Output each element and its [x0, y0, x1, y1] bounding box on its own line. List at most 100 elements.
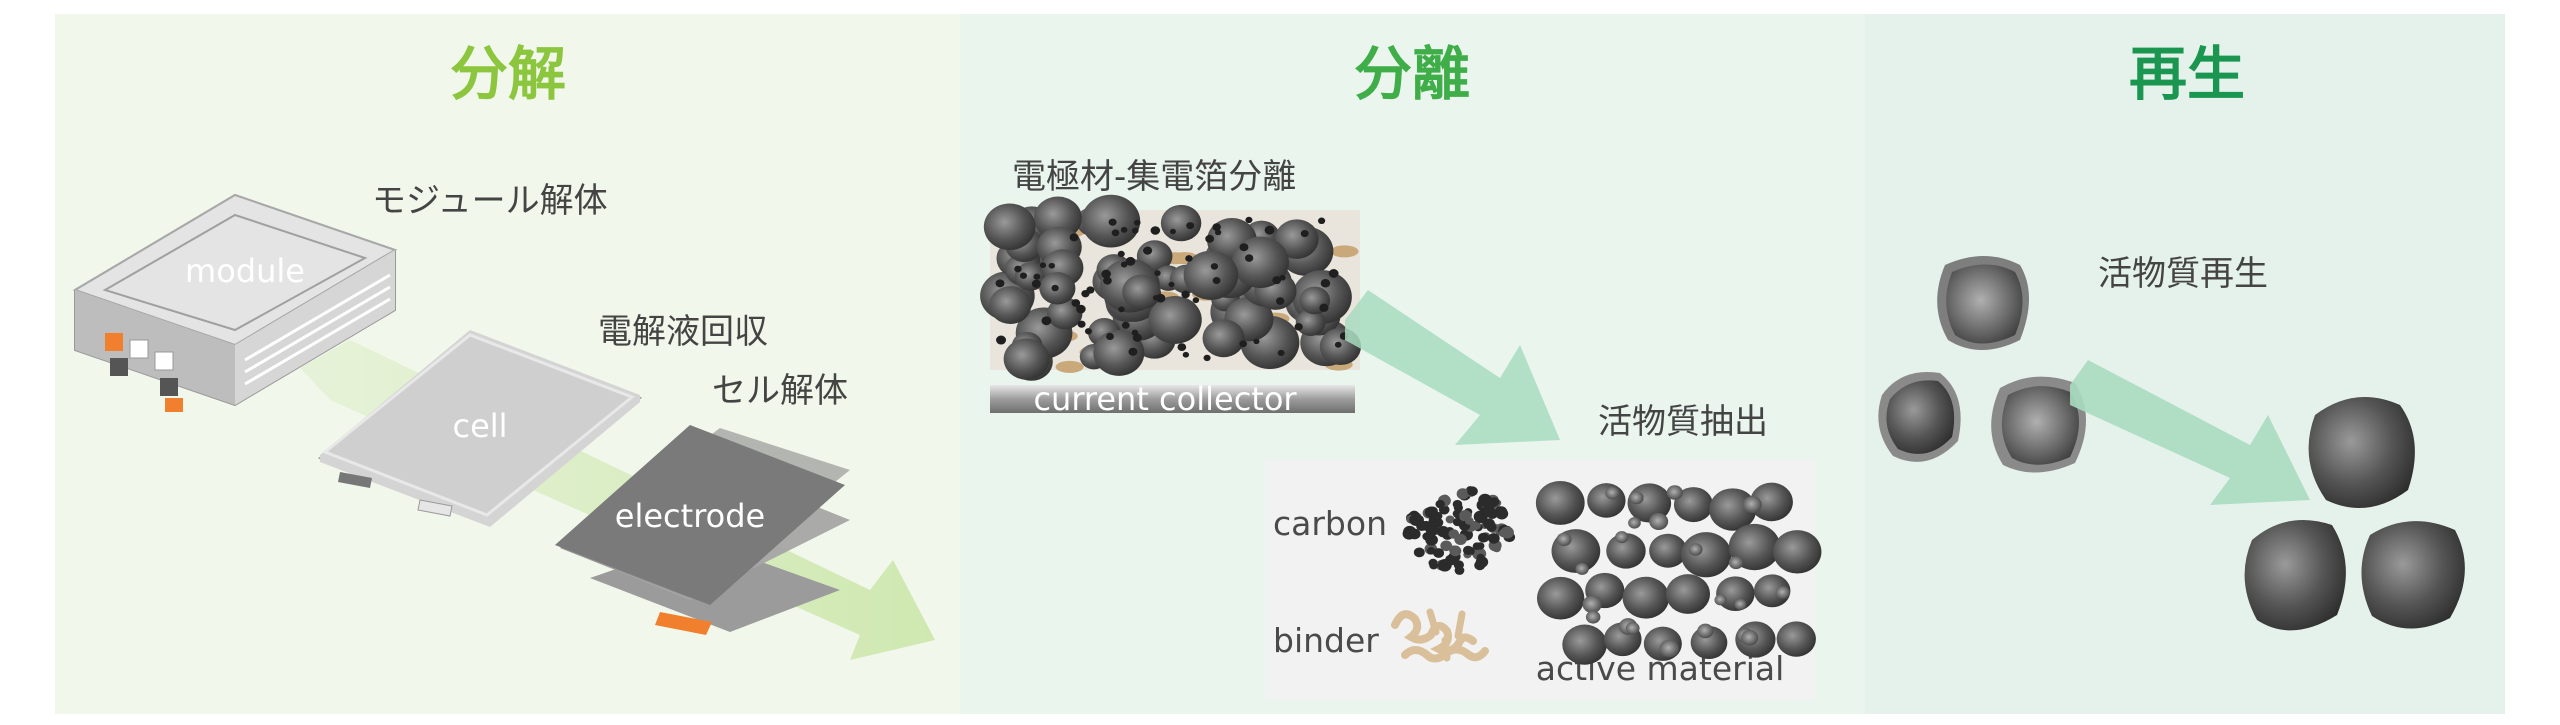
carbon-dot — [1449, 545, 1462, 557]
separation-flow-arrow — [1345, 290, 1560, 445]
active-particle — [1681, 532, 1732, 578]
panel-title-disassembly: 分解 — [450, 40, 566, 108]
carbon-dot — [1181, 290, 1190, 299]
active-particle — [1033, 196, 1082, 240]
carbon-dot — [1108, 218, 1117, 226]
carbon-dot — [1334, 341, 1342, 348]
carbon-dot — [1168, 281, 1175, 288]
carbon-dot — [1429, 561, 1439, 570]
carbon-dot — [1134, 219, 1141, 226]
carbon-dot — [1481, 505, 1496, 518]
active-particle-small — [1728, 556, 1744, 570]
carbon-dot — [1424, 506, 1438, 519]
active-particle — [1562, 624, 1607, 665]
active-particle — [1665, 574, 1711, 614]
carbon-dot — [1452, 517, 1462, 527]
carbon-dot — [1111, 229, 1120, 237]
carbon-dot — [1039, 262, 1047, 269]
carbon-dot — [1500, 526, 1514, 539]
current-collector-label: current collector — [1033, 380, 1297, 418]
active-particle-small — [1575, 562, 1589, 575]
panel-title-regeneration: 再生 — [2129, 40, 2245, 108]
active-particle-small — [1666, 485, 1683, 500]
carbon-dot — [1272, 276, 1282, 285]
carbon-dot — [1177, 343, 1187, 352]
carbon-dot — [996, 335, 1007, 345]
carbon-dot — [1086, 286, 1095, 294]
degraded-particles — [1878, 256, 2086, 473]
carbon-dot — [1478, 495, 1492, 508]
carbon-dot — [1106, 332, 1114, 340]
carbon-dot — [1475, 556, 1489, 568]
carbon-dot — [1448, 529, 1460, 539]
carbon-dot — [1069, 233, 1079, 242]
carbon-dot — [1300, 229, 1309, 238]
carbon-dot — [1077, 320, 1086, 328]
active-particle — [1753, 574, 1791, 608]
carbon-dot — [1425, 534, 1438, 546]
binder-label: binder — [1273, 621, 1379, 660]
carbon-dot — [1433, 548, 1445, 558]
carbon-dot — [1019, 272, 1028, 279]
carbon-dot — [1121, 321, 1130, 329]
active-particle — [1673, 487, 1713, 523]
carbon-dot — [1489, 497, 1500, 507]
active-particle — [1536, 576, 1585, 620]
carbon-dot — [1169, 228, 1176, 235]
carbon-dot — [1128, 347, 1138, 356]
active-particle-small — [1629, 491, 1644, 505]
carbon-dot — [1467, 486, 1478, 497]
regeneration-step-label: 活物質再生 — [2098, 254, 2268, 294]
carbon-dot — [1212, 223, 1221, 231]
active-particle — [1535, 480, 1585, 525]
active-particle-small — [1649, 512, 1669, 531]
electrode-cross-section: current collector — [980, 194, 1362, 418]
carbon-dot — [1426, 547, 1436, 555]
carbon-dot — [1456, 488, 1469, 500]
carbon-dot — [1239, 340, 1248, 348]
carbon-dot — [995, 279, 1005, 288]
carbon-dot — [1403, 525, 1417, 538]
active-particle — [1202, 319, 1245, 358]
carbon-dot — [1320, 278, 1331, 288]
regenerated-particles — [2244, 397, 2465, 631]
carbon-dot — [1132, 333, 1142, 342]
current-collector — [990, 385, 1355, 413]
carbon-dot — [1245, 216, 1253, 224]
carbon-dot — [1014, 265, 1022, 273]
active-particle — [989, 286, 1032, 324]
carbon-dot — [1041, 316, 1052, 326]
carbon-dot — [1317, 217, 1326, 225]
active-particle-small — [1688, 543, 1703, 556]
carbon-dot — [1118, 306, 1125, 313]
active-particle-small — [1659, 639, 1680, 658]
carbon-dot — [1435, 499, 1445, 509]
carbon-dot — [1472, 542, 1482, 551]
carbon-dot — [1462, 545, 1474, 556]
carbon-dot — [1031, 279, 1041, 288]
panel-title-separation: 分離 — [1354, 40, 1470, 108]
carbon-dot — [1464, 516, 1474, 525]
carbon-dot — [1319, 303, 1329, 312]
active-particle-small — [1582, 595, 1602, 614]
carbon-dot — [1440, 540, 1453, 552]
carbon-dot — [1409, 513, 1423, 526]
carbon-dot — [1445, 515, 1455, 524]
carbon-dot — [1488, 533, 1500, 544]
carbon-dot — [1239, 243, 1249, 252]
carbon-dot — [1277, 349, 1285, 357]
carbon-dot — [1051, 284, 1059, 292]
carbon-dot — [1131, 227, 1139, 234]
carbon-dot — [1048, 262, 1056, 269]
carbon-dot — [1276, 297, 1285, 305]
active-particle — [983, 203, 1036, 251]
electrode-illustration: electrode — [555, 425, 850, 635]
carbon-dot — [1212, 277, 1221, 285]
cell-illustration: cell — [318, 330, 642, 527]
carbon-label: carbon — [1273, 504, 1387, 543]
active-particle — [1160, 204, 1202, 242]
module-illustration: module — [72, 193, 398, 412]
active-material-particles — [1535, 480, 1822, 665]
carbon-dot — [1033, 273, 1041, 280]
carbon-dot — [1152, 294, 1160, 301]
